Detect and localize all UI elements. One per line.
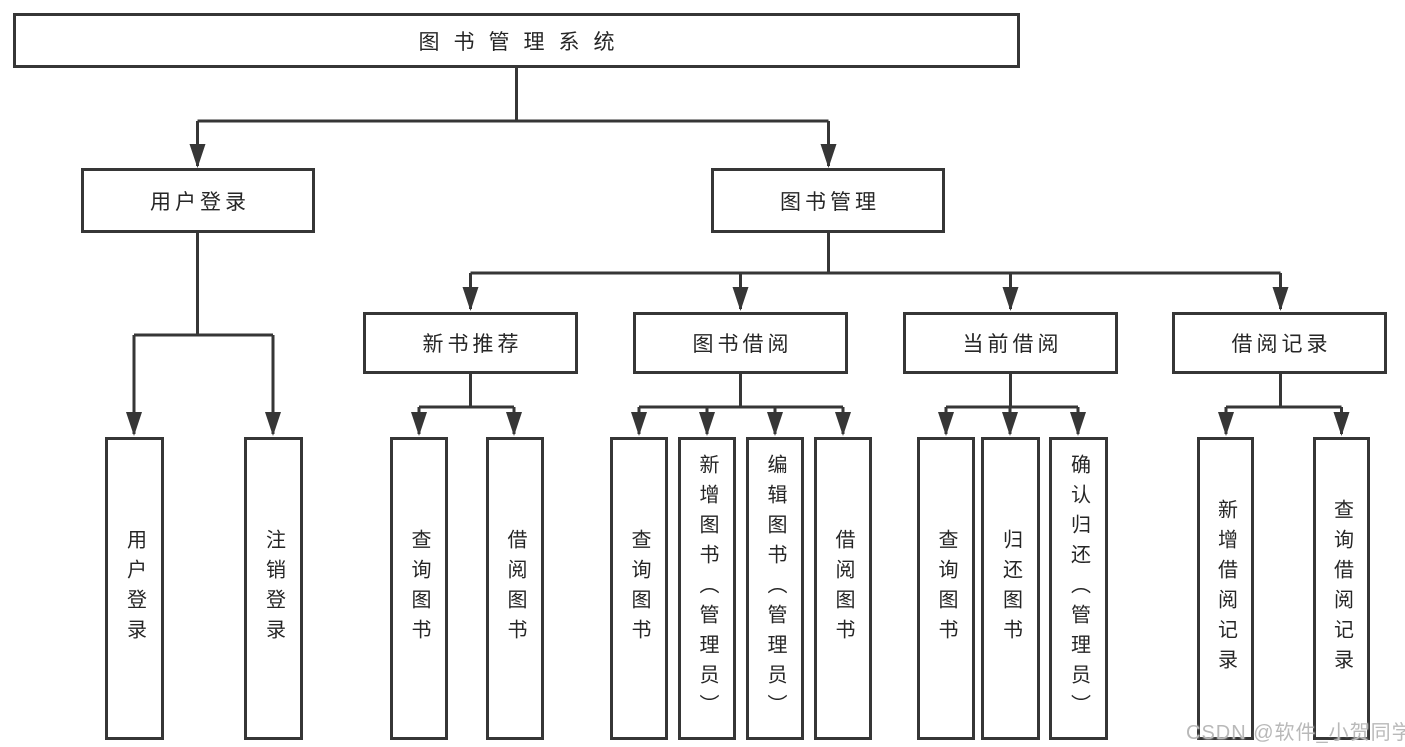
node-nb-borrow-book-label: 借阅图书 (504, 528, 526, 649)
node-cb-return-book-label: 归还图书 (999, 528, 1022, 649)
node-bb-borrow-book-label: 借阅图书 (832, 528, 854, 649)
node-user-login-label: 用户登录 (150, 190, 250, 214)
node-bb-edit-book: 编辑图书（管理员） (746, 437, 804, 740)
node-br-query-record: 查询借阅记录 (1313, 437, 1370, 740)
node-nb-query-book-label: 查询图书 (408, 528, 430, 649)
node-br-add-record: 新增借阅记录 (1197, 437, 1254, 740)
csdn-watermark: CSDN @软件_小贺同学 (1186, 722, 1405, 744)
node-book-borrowing: 图书借阅 (633, 312, 848, 374)
node-bb-add-book: 新增图书（管理员） (678, 437, 736, 740)
node-bb-add-book-label: 新增图书（管理员） (696, 453, 718, 724)
node-book-management: 图书管理 (711, 168, 945, 233)
node-new-book-recommend-label: 新书推荐 (422, 333, 523, 356)
node-book-management-label: 图书管理 (780, 190, 880, 214)
node-br-query-record-label: 查询借阅记录 (1330, 498, 1353, 679)
node-cb-query-book-label: 查询图书 (935, 528, 957, 649)
node-bb-query-book-label: 查询图书 (628, 528, 650, 649)
node-user-login: 用户登录 (81, 168, 315, 233)
node-ul-user-login-label: 用户登录 (123, 528, 146, 649)
node-cb-query-book: 查询图书 (917, 437, 975, 740)
node-br-add-record-label: 新增借阅记录 (1214, 498, 1237, 679)
node-borrowing-records-label: 借阅记录 (1231, 333, 1332, 356)
node-cb-return-book: 归还图书 (981, 437, 1040, 740)
node-bb-edit-book-label: 编辑图书（管理员） (764, 453, 786, 724)
node-library-system: 图书管理系统 (13, 13, 1020, 68)
node-nb-query-book: 查询图书 (390, 437, 448, 740)
node-ul-logout-label: 注销登录 (262, 528, 285, 649)
node-ul-logout: 注销登录 (244, 437, 303, 740)
node-current-borrowing-label: 当前借阅 (962, 333, 1063, 356)
node-cb-confirm-return: 确认归还（管理员） (1049, 437, 1108, 740)
node-cb-confirm-return-label: 确认归还（管理员） (1067, 453, 1090, 724)
node-library-system-label: 图书管理系统 (418, 30, 629, 54)
node-bb-borrow-book: 借阅图书 (814, 437, 872, 740)
node-bb-query-book: 查询图书 (610, 437, 668, 740)
node-book-borrowing-label: 图书借阅 (692, 333, 793, 356)
node-current-borrowing: 当前借阅 (903, 312, 1118, 374)
node-borrowing-records: 借阅记录 (1172, 312, 1387, 374)
node-ul-user-login: 用户登录 (105, 437, 164, 740)
node-nb-borrow-book: 借阅图书 (486, 437, 544, 740)
node-new-book-recommend: 新书推荐 (363, 312, 578, 374)
